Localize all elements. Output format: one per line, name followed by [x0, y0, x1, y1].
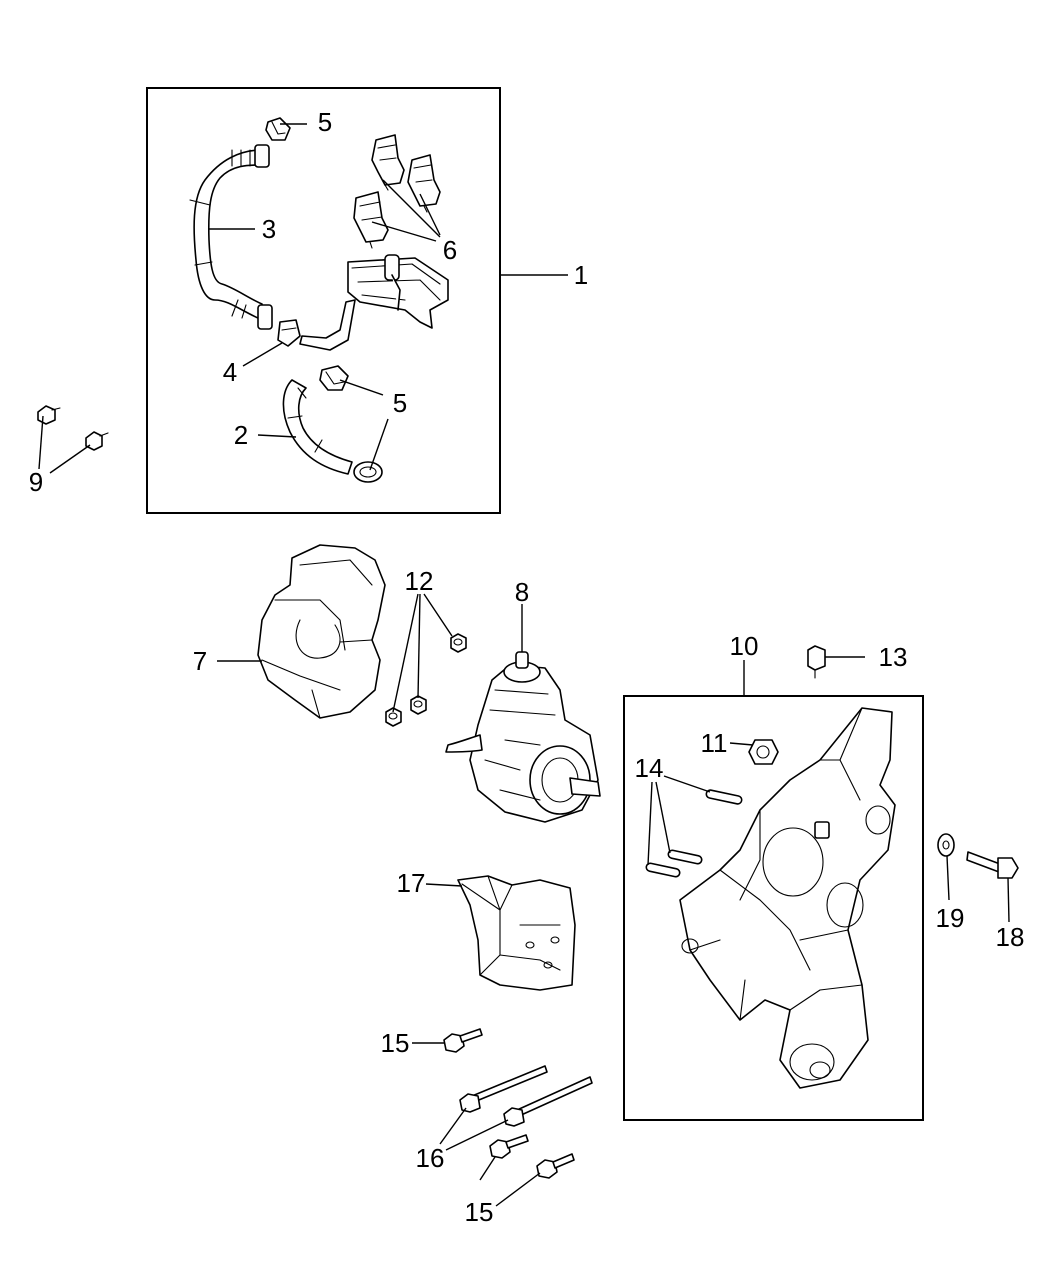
callout-6: 6 — [443, 235, 457, 265]
callout-14: 14 — [635, 753, 664, 783]
part-17-bracket — [457, 875, 576, 991]
group-box-10 — [623, 695, 924, 1121]
part-1-filter-bracket — [299, 254, 449, 351]
part-19-washer — [937, 833, 955, 857]
part-4-clip — [277, 319, 301, 347]
callout-13: 13 — [879, 642, 908, 672]
callout-10: 10 — [730, 631, 759, 661]
callout-16: 16 — [416, 1143, 445, 1173]
callout-5-top: 5 — [318, 107, 332, 137]
callout-15-top: 15 — [381, 1028, 410, 1058]
callout-7: 7 — [193, 646, 207, 676]
callout-18: 18 — [996, 922, 1025, 952]
part-15-bolts-bottom — [489, 1134, 575, 1179]
part-8-fuel-pump — [445, 651, 601, 823]
part-16-long-bolts — [459, 1065, 593, 1127]
callout-2: 2 — [234, 420, 248, 450]
part-11-plug — [748, 739, 779, 765]
part-9-fasteners — [37, 405, 109, 451]
callout-4: 4 — [223, 357, 237, 387]
callout-1: 1 — [574, 260, 588, 290]
callout-17: 17 — [397, 868, 426, 898]
callout-11: 11 — [701, 728, 728, 758]
callout-5-mid: 5 — [393, 388, 407, 418]
part-7-heat-shield — [257, 544, 386, 719]
callout-3: 3 — [262, 214, 276, 244]
callout-12: 12 — [405, 566, 434, 596]
callout-19: 19 — [936, 903, 965, 933]
callout-8: 8 — [515, 577, 529, 607]
callout-labels: 1 2 3 4 5 5 6 7 8 9 10 11 12 13 14 15 15… — [29, 107, 1025, 1227]
part-13-stud — [807, 645, 826, 679]
part-15-bolt-top — [443, 1028, 483, 1053]
part-14-pins — [645, 789, 743, 878]
part-3-hose — [189, 144, 273, 330]
part-5-clip-top — [265, 117, 291, 141]
callout-9: 9 — [29, 467, 43, 497]
part-2-hose — [282, 379, 383, 483]
part-5-clip-mid — [319, 365, 349, 391]
part-10-housing — [679, 707, 896, 1089]
group-box-1 — [146, 87, 501, 514]
callout-15-bottom: 15 — [465, 1197, 494, 1227]
part-18-bolt — [966, 851, 1019, 879]
part-6-clips — [353, 134, 441, 249]
part-12-nuts — [385, 633, 467, 727]
leader-lines — [38, 123, 1010, 1207]
